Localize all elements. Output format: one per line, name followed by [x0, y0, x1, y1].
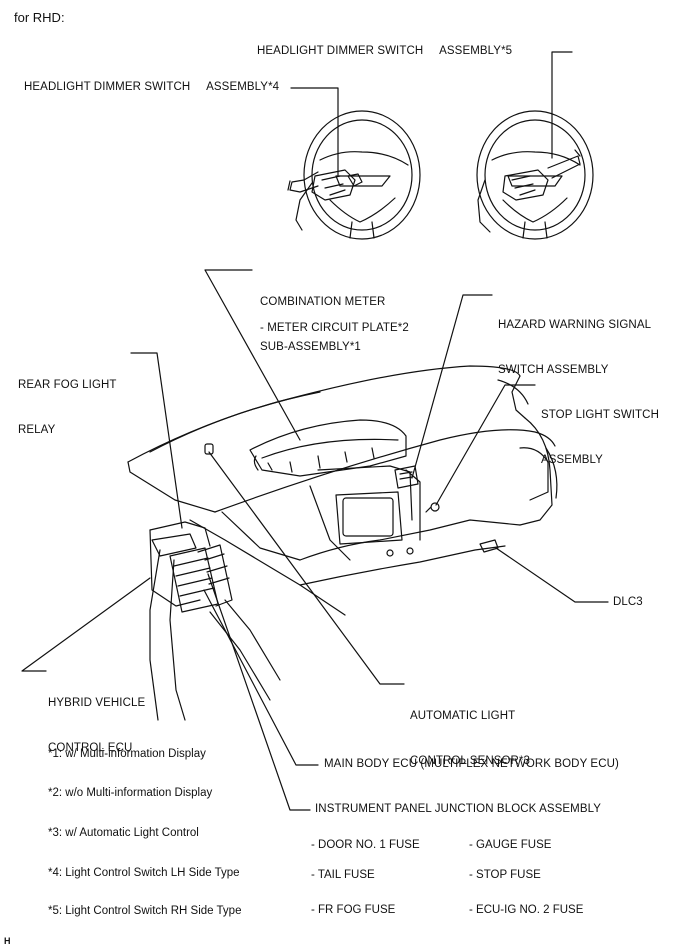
label-hazard-switch-line2: SWITCH ASSEMBLY — [498, 364, 609, 376]
fuse-gauge: - GAUGE FUSE — [469, 839, 552, 851]
label-automatic-light-sensor: AUTOMATIC LIGHT CONTROL SENSOR*3 — [410, 679, 530, 784]
label-hazard-switch-line1: HAZARD WARNING SIGNAL — [498, 319, 652, 331]
steering-wheel-lh-drawing — [288, 111, 420, 239]
footnote-2: *2: w/o Multi-information Display — [48, 787, 213, 799]
footnote-3: *3: w/ Automatic Light Control — [48, 827, 199, 839]
label-ip-junction-block: INSTRUMENT PANEL JUNCTION BLOCK ASSEMBLY — [315, 803, 602, 815]
label-combination-meter-line1: COMBINATION METER — [260, 296, 386, 308]
label-hybrid-ecu: HYBRID VEHICLE CONTROL ECU — [48, 666, 145, 771]
corner-tag: H — [4, 936, 11, 946]
label-hybrid-ecu-line2: CONTROL ECU — [48, 742, 133, 754]
label-rear-fog-relay-line1: REAR FOG LIGHT — [18, 379, 117, 391]
fuse-stop: - STOP FUSE — [469, 869, 541, 881]
footnote-4: *4: Light Control Switch LH Side Type — [48, 867, 240, 879]
label-headlight-dimmer-rh: HEADLIGHT DIMMER SWITCH ASSEMBLY*5 — [257, 45, 513, 57]
fuse-tail: - TAIL FUSE — [311, 869, 375, 881]
label-headlight-dimmer-lh: HEADLIGHT DIMMER SWITCH ASSEMBLY*4 — [24, 81, 280, 93]
label-main-body-ecu: MAIN BODY ECU (MULTIPLEX NETWORK BODY EC… — [324, 758, 619, 770]
page-title: for RHD: — [14, 10, 65, 25]
label-automatic-light-sensor-line1: AUTOMATIC LIGHT — [410, 710, 516, 722]
label-hazard-switch: HAZARD WARNING SIGNAL SWITCH ASSEMBLY — [498, 288, 651, 393]
label-stop-light-switch: STOP LIGHT SWITCH ASSEMBLY — [541, 378, 659, 483]
instrument-panel-drawing — [128, 366, 557, 720]
fuse-door-no1: - DOOR NO. 1 FUSE — [311, 839, 420, 851]
footnote-1: *1: w/ Multi-information Display — [48, 748, 206, 760]
steering-wheel-rh-drawing — [477, 111, 593, 239]
leader-lines — [22, 52, 608, 810]
footnote-5: *5: Light Control Switch RH Side Type — [48, 905, 242, 917]
label-stop-light-switch-line1: STOP LIGHT SWITCH — [541, 409, 659, 421]
label-combination-meter-line2: SUB-ASSEMBLY*1 — [260, 341, 361, 353]
label-stop-light-switch-line2: ASSEMBLY — [541, 454, 603, 466]
label-rear-fog-relay-line2: RELAY — [18, 424, 56, 436]
label-meter-circuit-plate: - METER CIRCUIT PLATE*2 — [260, 322, 409, 334]
label-dlc3: DLC3 — [613, 596, 643, 608]
fuse-fr-fog: - FR FOG FUSE — [311, 904, 396, 916]
label-combination-meter: COMBINATION METER SUB-ASSEMBLY*1 — [260, 265, 385, 370]
label-hybrid-ecu-line1: HYBRID VEHICLE — [48, 697, 146, 709]
fuse-ecu-ig-no2: - ECU-IG NO. 2 FUSE — [469, 904, 584, 916]
label-rear-fog-relay: REAR FOG LIGHT RELAY — [18, 348, 117, 453]
label-automatic-light-sensor-line2: CONTROL SENSOR*3 — [410, 755, 531, 767]
